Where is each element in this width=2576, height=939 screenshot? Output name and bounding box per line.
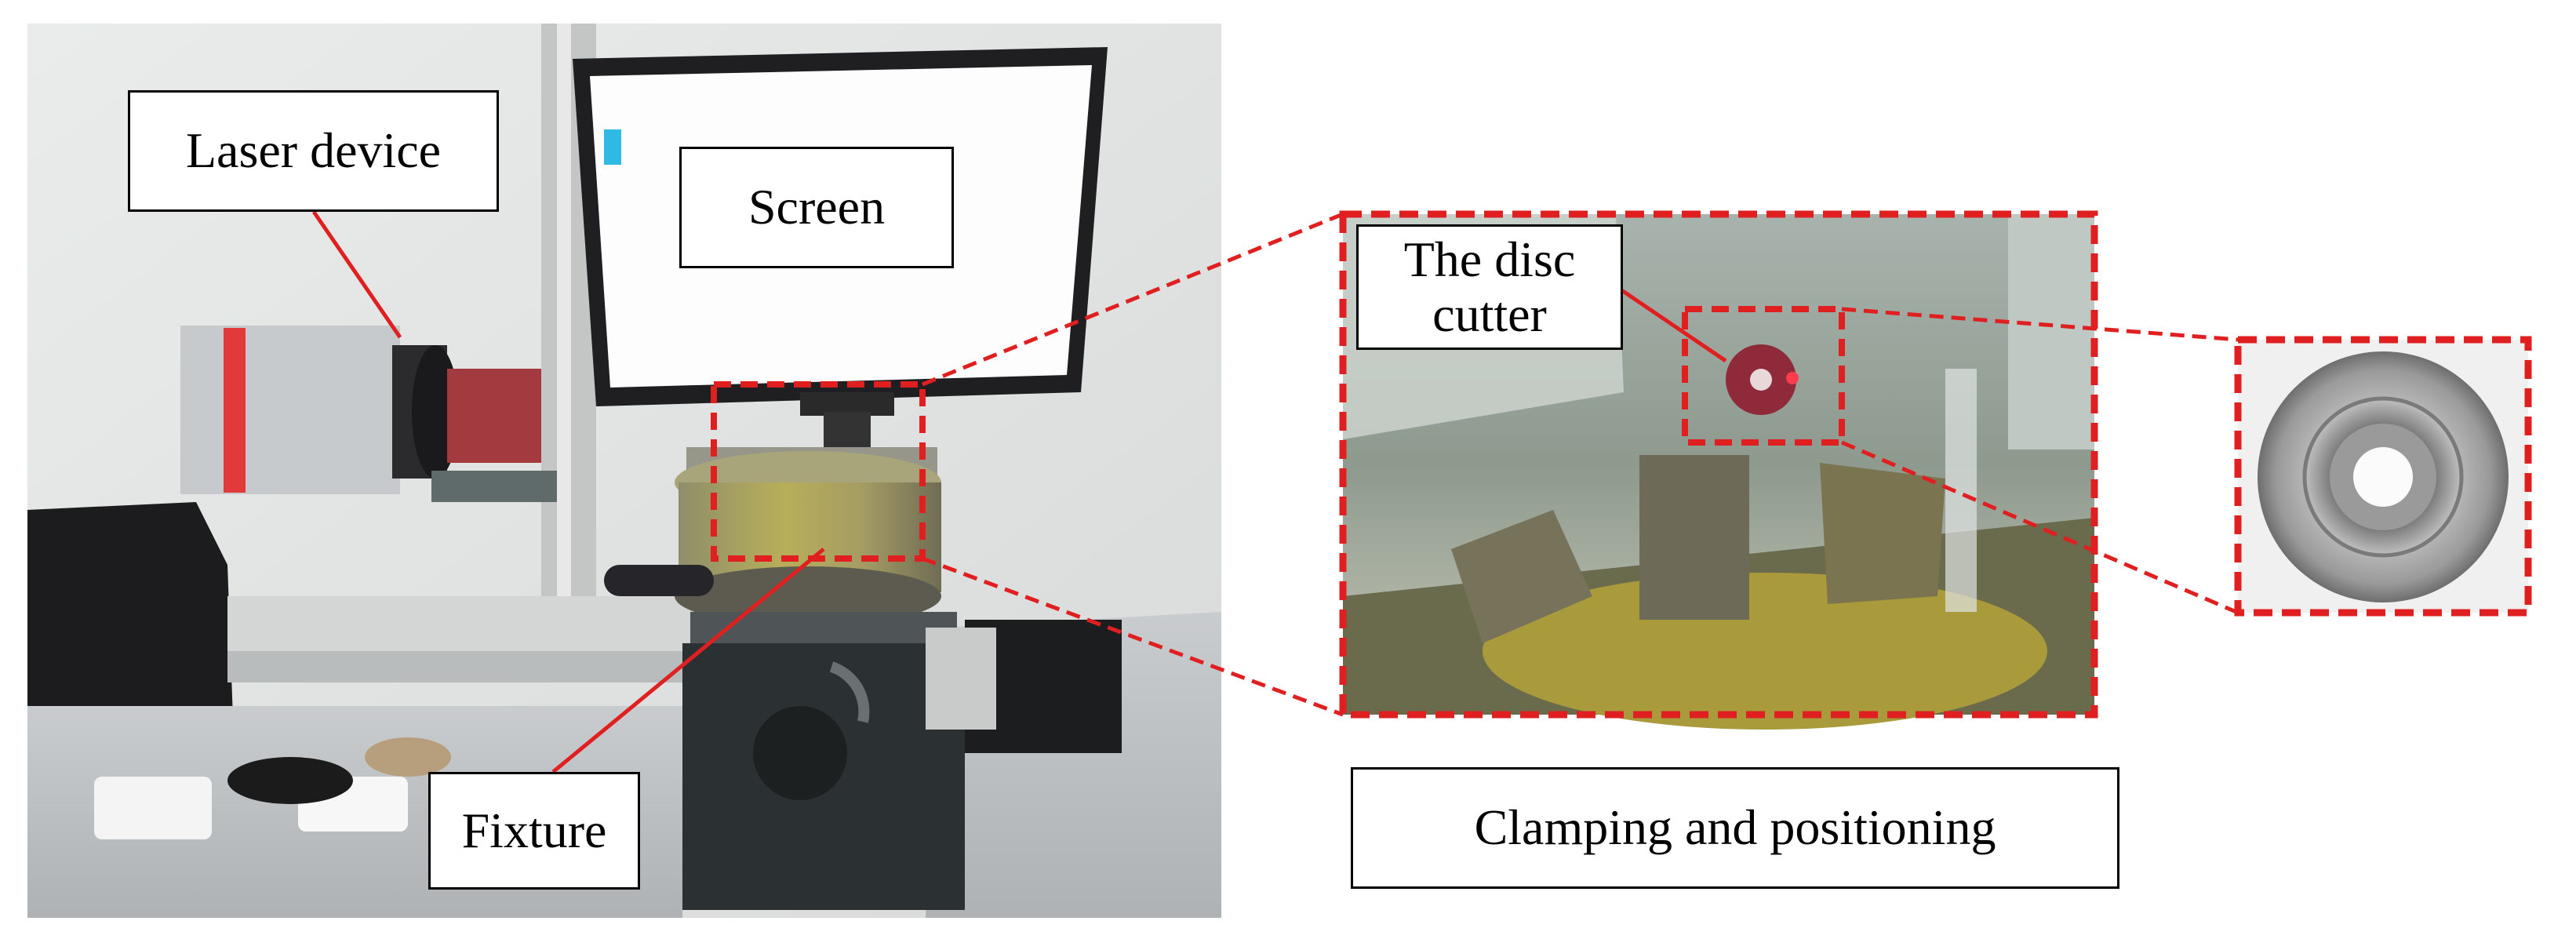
label-clamping-positioning-text: Clamping and positioning [1474,799,1996,856]
label-clamping-positioning: Clamping and positioning [1351,767,2119,889]
laser-device-photo [180,326,557,502]
leader-fixture [551,548,825,773]
connector-bottom-left [922,556,1344,717]
label-laser-device-text: Laser device [185,122,442,179]
disc-highlight-box [1682,306,1845,446]
middle-photo [1343,214,2094,730]
label-screen: Screen [679,147,954,268]
label-disc-cutter-line2: cutter [1432,286,1547,342]
closeup-frame [1339,210,2098,719]
annotation-overlay [311,210,2532,773]
label-fixture-text: Fixture [461,802,607,858]
label-disc-cutter: The disc cutter [1356,224,1623,350]
disc-cutter-photo [2238,340,2528,613]
label-disc-cutter-line1: The disc [1403,231,1576,287]
label-screen-text: Screen [748,179,886,235]
label-laser-device: Laser device [128,90,499,212]
connector-top-left [922,212,1344,387]
connector-bottom-right [1841,440,2239,615]
left-photo [27,24,1221,918]
chuck-fixture-photo [604,447,1122,910]
fixture-highlight-box [711,381,926,562]
leader-disc [1614,284,1727,363]
leader-laser [311,210,402,339]
label-fixture: Fixture [428,772,640,890]
disc-detail-frame [2234,336,2532,617]
connector-top-right [1841,307,2239,342]
